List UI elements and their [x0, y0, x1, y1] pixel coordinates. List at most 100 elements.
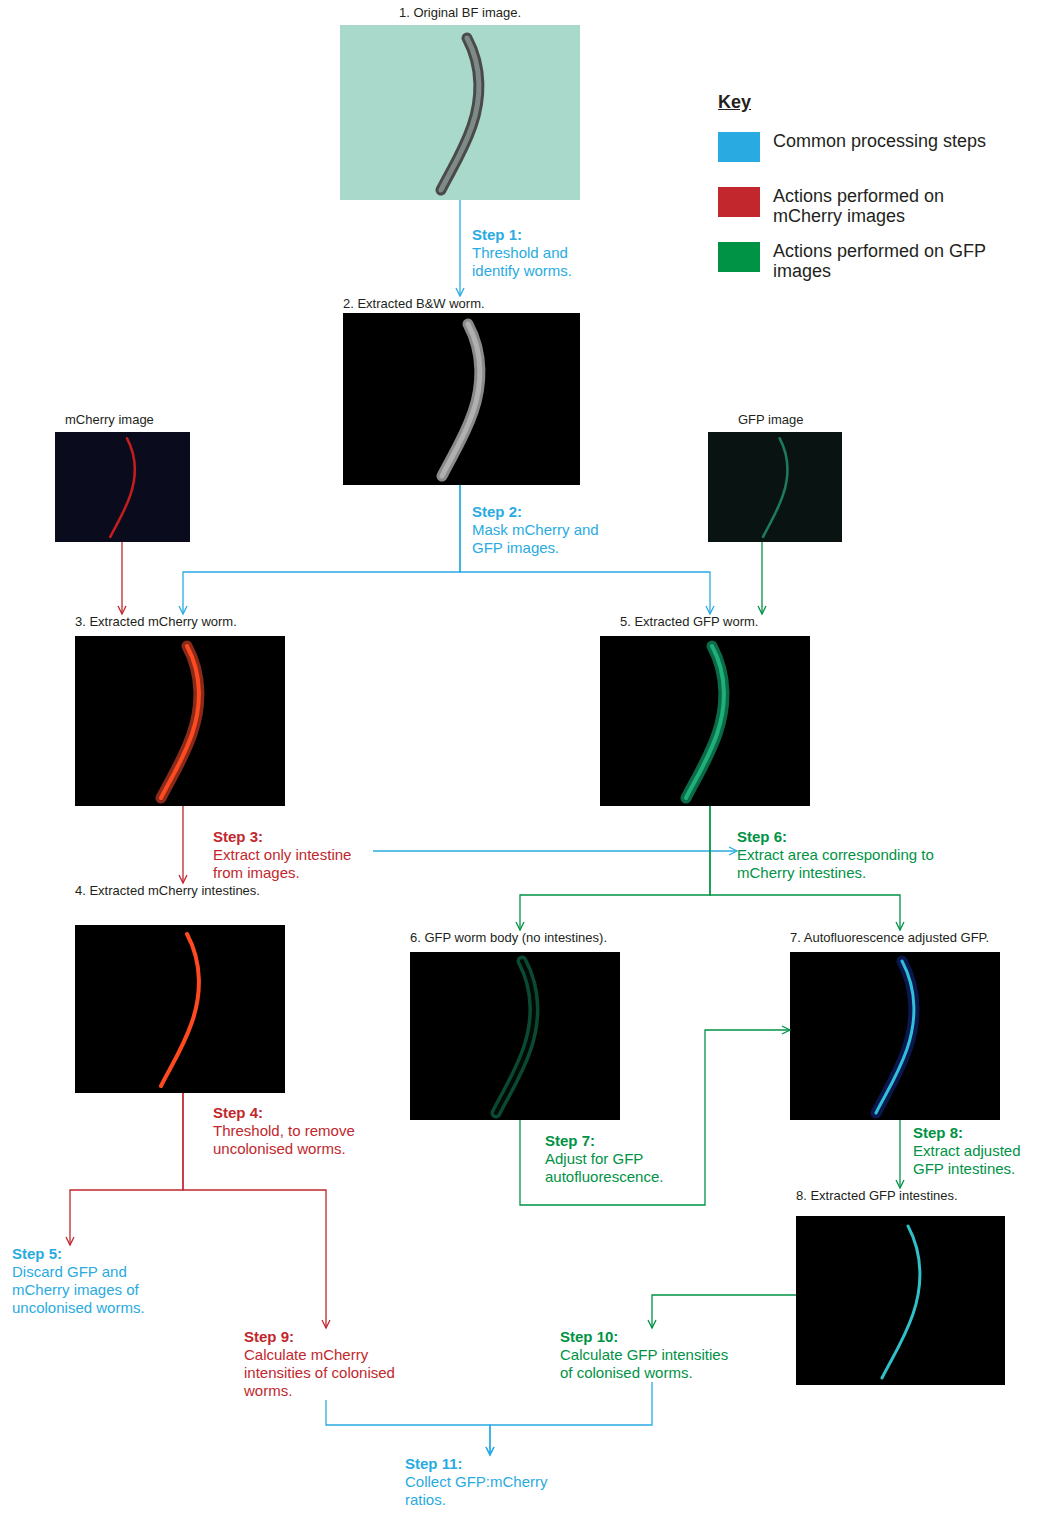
- gfp-intestine-image: [796, 1216, 1005, 1385]
- step-body: Calculate mCherry intensities of colonis…: [244, 1346, 424, 1400]
- step-heading: Step 10:: [560, 1328, 740, 1346]
- worm-gut: [496, 961, 534, 1113]
- mcherry-worm-image: [75, 636, 285, 806]
- image-caption: 8. Extracted GFP intestines.: [796, 1188, 1005, 1204]
- step-text: Step 3:Extract only intestine from image…: [213, 828, 373, 882]
- step-body: Mask mCherry and GFP images.: [472, 521, 612, 557]
- image-panel: 3. Extracted mCherry worm.: [75, 614, 285, 806]
- image-caption: 4. Extracted mCherry intestines.: [75, 883, 285, 899]
- worm: [442, 324, 480, 476]
- flow-arrow: [899, 1120, 900, 1188]
- legend-swatch: [718, 132, 760, 162]
- image-area: [796, 1204, 1005, 1385]
- image-panel: 5. Extracted GFP worm.: [600, 614, 810, 806]
- bw-image: [343, 313, 580, 485]
- flow-arrow: [520, 1030, 790, 1205]
- image-panel: 8. Extracted GFP intestines.: [796, 1188, 1005, 1385]
- flow-arrow: [490, 1382, 652, 1455]
- legend-title: Key: [718, 92, 751, 113]
- image-area: [410, 946, 620, 1120]
- image-panel: GFP image: [708, 412, 842, 542]
- worm-gut: [763, 438, 787, 536]
- image-area: [343, 312, 580, 485]
- image-area: [600, 630, 810, 806]
- step-text: Step 1:Threshold and identify worms.: [472, 226, 587, 280]
- gfp-body-image: [410, 952, 620, 1120]
- image-area: [340, 21, 580, 200]
- adjusted-gfp-image: [790, 952, 1000, 1120]
- step-heading: Step 8:: [913, 1124, 1043, 1142]
- image-caption: 5. Extracted GFP worm.: [600, 614, 810, 630]
- image-panel: 4. Extracted mCherry intestines.: [75, 883, 285, 1093]
- flow-arrow: [652, 1295, 796, 1328]
- image-caption: 7. Autofluorescence adjusted GFP.: [790, 930, 1000, 946]
- step-text: Step 8:Extract adjusted GFP intestines.: [913, 1124, 1043, 1178]
- worm-gut: [876, 961, 914, 1113]
- worm: [441, 38, 479, 190]
- worm-gut: [686, 646, 724, 798]
- flow-arrow: [373, 850, 737, 851]
- legend-text: Actions performed on GFP images: [773, 241, 988, 281]
- flow-arrow: [326, 1400, 490, 1455]
- image-caption: 1. Original BF image.: [340, 5, 580, 21]
- image-caption: 6. GFP worm body (no intestines).: [410, 930, 620, 946]
- step-heading: Step 3:: [213, 828, 373, 846]
- flow-arrow: [761, 542, 762, 614]
- image-caption: mCherry image: [55, 412, 190, 428]
- step-text: Step 4:Threshold, to remove uncolonised …: [213, 1104, 363, 1158]
- worm: [686, 646, 724, 798]
- step-body: Threshold, to remove uncolonised worms.: [213, 1122, 363, 1158]
- legend-text: Actions performed on mCherry images: [773, 186, 988, 226]
- step-text: Step 6:Extract area corresponding to mCh…: [737, 828, 942, 882]
- image-area: [708, 428, 842, 542]
- step-heading: Step 9:: [244, 1328, 424, 1346]
- worm-gut: [882, 1226, 920, 1378]
- worm-gut: [441, 38, 479, 190]
- step-heading: Step 4:: [213, 1104, 363, 1122]
- mcherry-image: [55, 432, 190, 542]
- legend-text: Common processing steps: [773, 131, 988, 151]
- step-text: Step 9:Calculate mCherry intensities of …: [244, 1328, 424, 1400]
- step-body: Collect GFP:mCherry ratios.: [405, 1473, 565, 1509]
- step-text: Step 2:Mask mCherry and GFP images.: [472, 503, 612, 557]
- image-caption: GFP image: [708, 412, 842, 428]
- legend-swatch: [718, 242, 760, 272]
- step-text: Step 10:Calculate GFP intensities of col…: [560, 1328, 740, 1382]
- image-panel: 6. GFP worm body (no intestines).: [410, 930, 620, 1120]
- gfp-worm-image: [600, 636, 810, 806]
- step-body: Discard GFP and mCherry images of uncolo…: [12, 1263, 162, 1317]
- step-heading: Step 7:: [545, 1132, 675, 1150]
- image-panel: 2. Extracted B&W worm.: [343, 296, 580, 485]
- image-area: [75, 630, 285, 806]
- image-caption: 2. Extracted B&W worm.: [343, 296, 580, 312]
- step-body: Adjust for GFP autofluorescence.: [545, 1150, 675, 1186]
- gfp-image: [708, 432, 842, 542]
- step-heading: Step 11:: [405, 1455, 565, 1473]
- step-body: Calculate GFP intensities of colonised w…: [560, 1346, 740, 1382]
- worm-gut: [442, 324, 480, 476]
- step-body: Extract adjusted GFP intestines.: [913, 1142, 1043, 1178]
- flow-arrow: [121, 542, 122, 614]
- flow-arrow: [459, 200, 460, 296]
- image-panel: mCherry image: [55, 412, 190, 542]
- image-area: [55, 428, 190, 542]
- flow-arrow: [520, 806, 710, 930]
- worm-gut: [110, 438, 134, 536]
- image-area: [790, 946, 1000, 1120]
- step-body: Extract area corresponding to mCherry in…: [737, 846, 942, 882]
- image-panel: 1. Original BF image.: [340, 5, 580, 200]
- step-heading: Step 5:: [12, 1245, 162, 1263]
- worm: [876, 961, 914, 1113]
- image-panel: 7. Autofluorescence adjusted GFP.: [790, 930, 1000, 1120]
- flow-arrow: [460, 485, 710, 614]
- step-text: Step 11:Collect GFP:mCherry ratios.: [405, 1455, 565, 1509]
- step-text: Step 7:Adjust for GFP autofluorescence.: [545, 1132, 675, 1186]
- worm: [496, 961, 534, 1113]
- worm: [161, 646, 199, 798]
- image-caption: 3. Extracted mCherry worm.: [75, 614, 285, 630]
- step-body: Extract only intestine from images.: [213, 846, 373, 882]
- worm-gut: [161, 934, 199, 1086]
- step-body: Threshold and identify worms.: [472, 244, 587, 280]
- worm-gut: [161, 646, 199, 798]
